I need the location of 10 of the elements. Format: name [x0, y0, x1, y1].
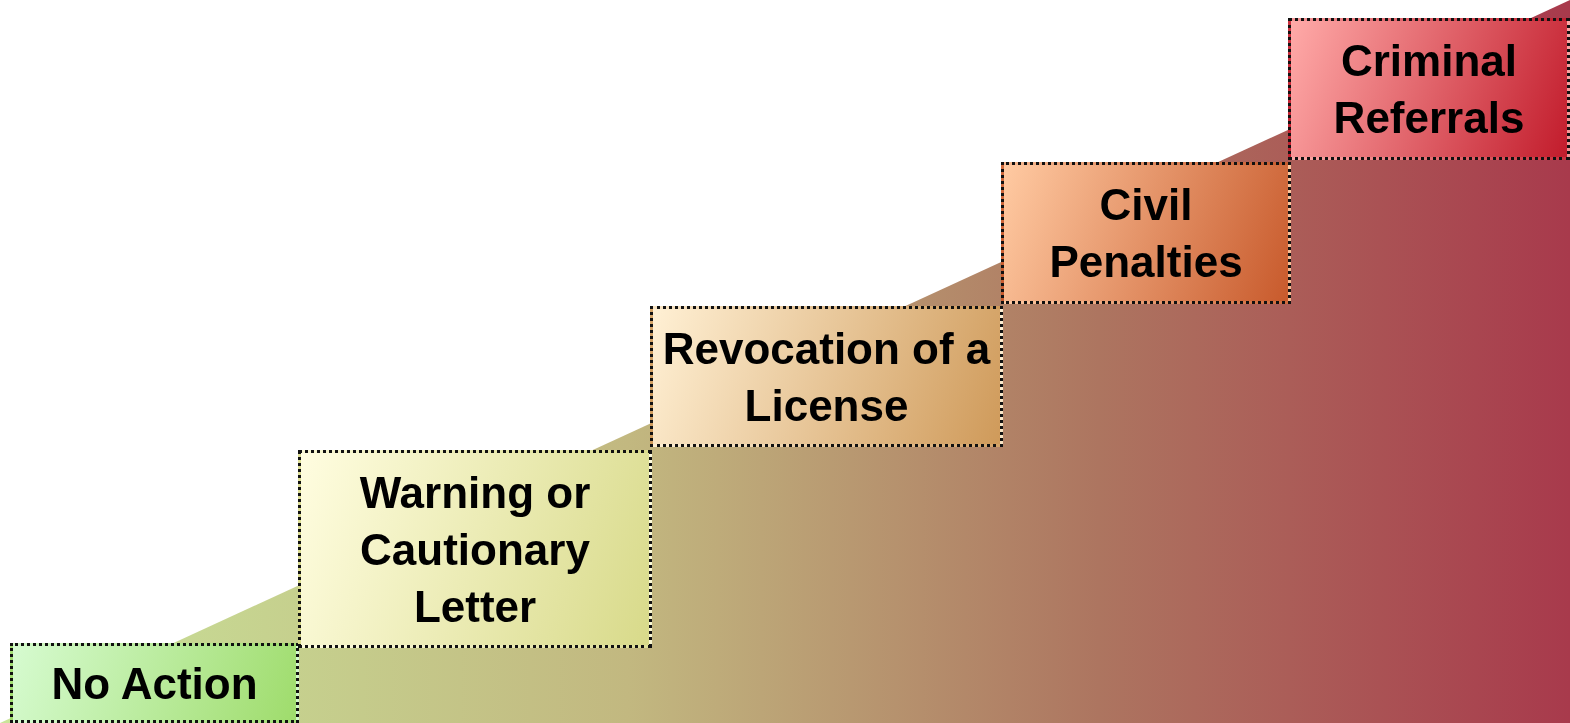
step-label: Revocation of a License	[661, 322, 992, 432]
step-label: No Action	[51, 657, 258, 710]
step-label: Warning or Cautionary Letter	[358, 466, 592, 633]
step-box	[650, 306, 1003, 447]
step-label: Civil Penalties	[1048, 179, 1244, 288]
step-box	[10, 643, 299, 723]
step-box	[298, 450, 652, 648]
step-box	[1288, 18, 1570, 160]
step-label: Criminal Referrals	[1332, 35, 1526, 144]
step-box	[1001, 162, 1291, 304]
